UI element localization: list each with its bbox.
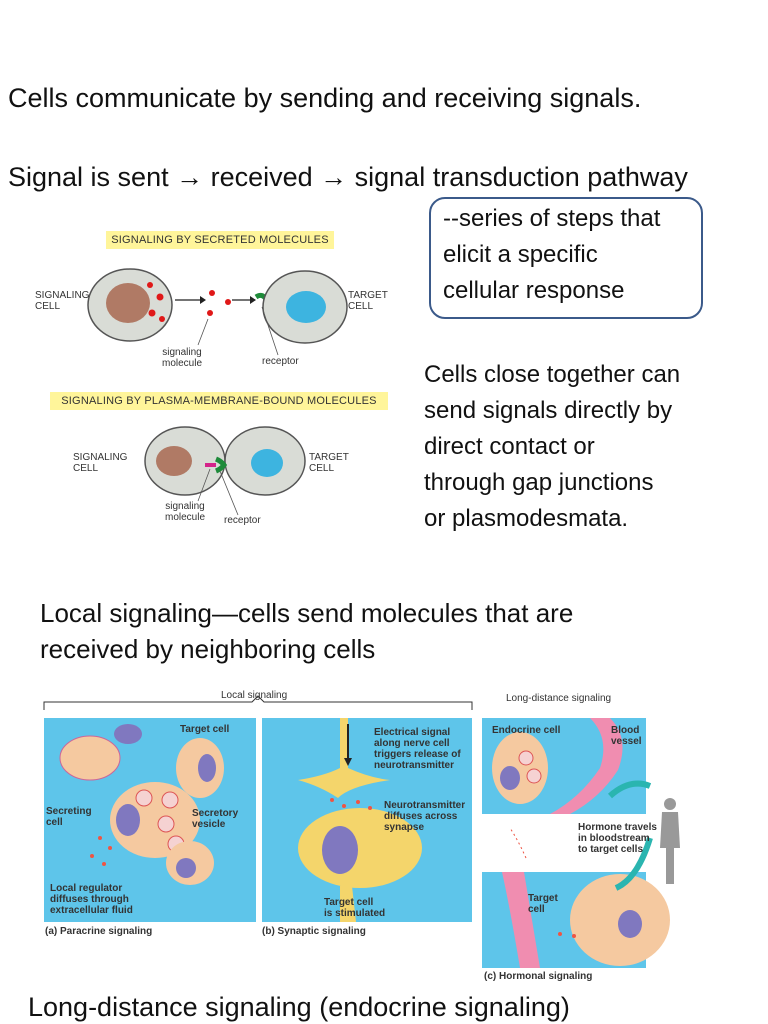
heading-line-2: Signal is sent → received → signal trans… <box>8 162 688 192</box>
local-signaling-title: Local signaling <box>221 690 288 701</box>
receptor-label-2: receptor <box>224 515 261 526</box>
long-distance-title: Long-distance signaling <box>506 693 612 704</box>
definition-line: cellular response <box>443 277 625 304</box>
local-signaling-paragraph: Local signaling—cells send molecules tha… <box>40 598 574 664</box>
synaptic-caption: (b) Synaptic signaling <box>262 926 366 937</box>
definition-box: --series of steps that elicit a specific… <box>429 197 703 319</box>
cell-signaling-diagram <box>87 268 348 516</box>
receptor-label: receptor <box>262 356 299 367</box>
membrane-bound-banner: SIGNALING BY PLASMA-MEMBRANE-BOUND MOLEC… <box>50 392 388 410</box>
target-cell-a-label: Target cell <box>180 724 230 735</box>
endocrine-cell-label: Endocrine cell <box>492 725 561 736</box>
heading-line-1: Cells communicate by sending and receivi… <box>8 83 642 113</box>
paracrine-caption: (a) Paracrine signaling <box>45 926 153 937</box>
secreted-banner: SIGNALING BY SECRETED MOLECULES <box>106 231 334 249</box>
hormonal-caption: (c) Hormonal signaling <box>484 971 593 982</box>
long-distance-heading: Long-distance signaling (endocrine signa… <box>28 992 570 1022</box>
definition-line: --series of steps that <box>443 205 661 232</box>
close-cells-paragraph: Cells close together can send signals di… <box>424 361 681 532</box>
definition-line: elicit a specific <box>443 241 598 268</box>
signaling-types-figure <box>43 695 680 968</box>
